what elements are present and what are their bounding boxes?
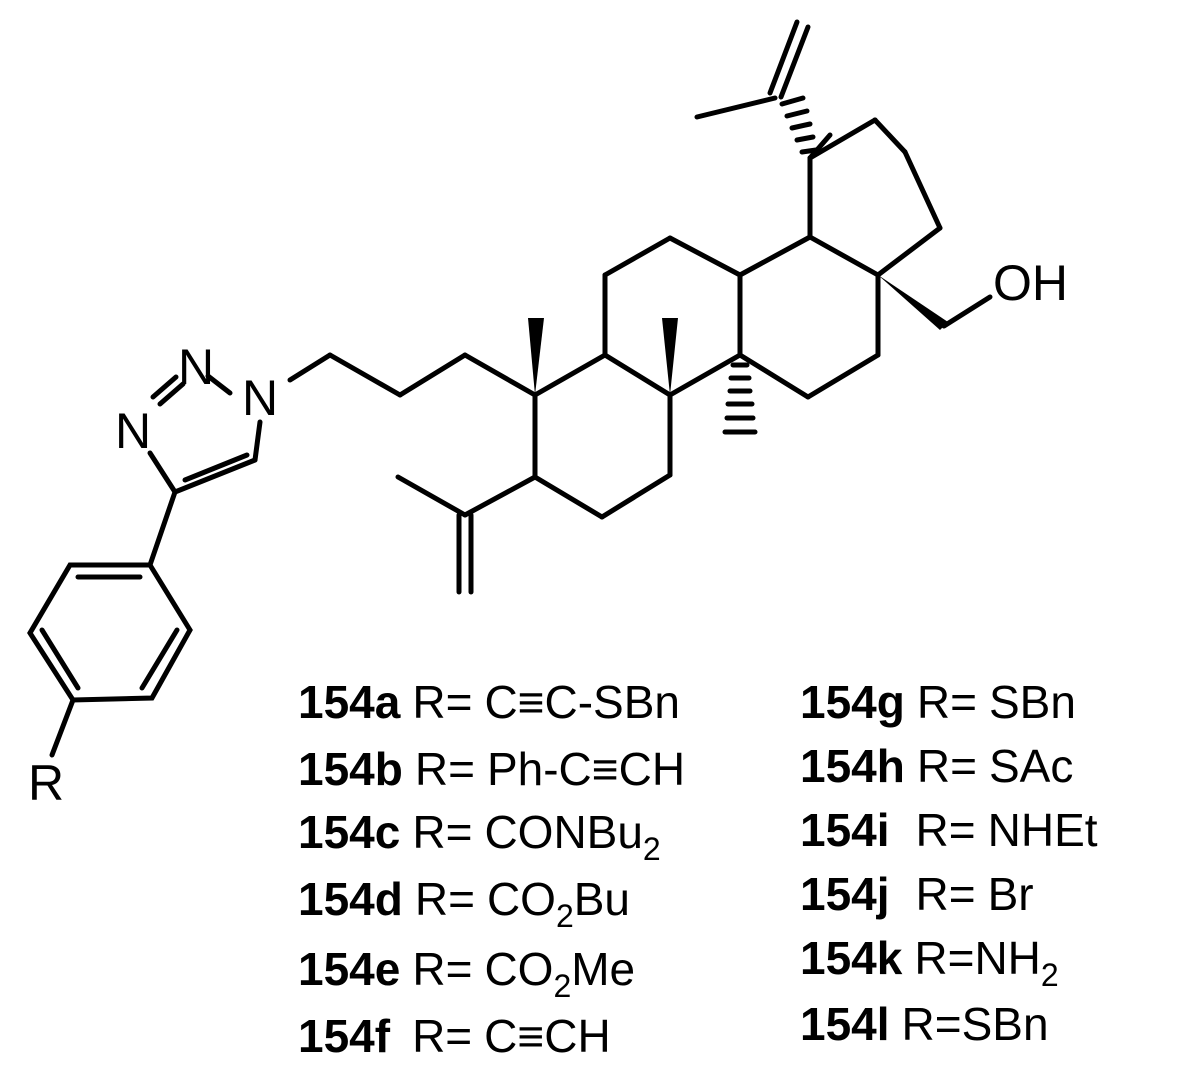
nitrogen-1-label: N bbox=[242, 370, 278, 426]
triazole-ring bbox=[147, 373, 263, 495]
nitrogen-3-label: N bbox=[115, 403, 151, 459]
hashed-isopropenyl-bond bbox=[779, 95, 819, 155]
hashed-methyl-c8 bbox=[722, 362, 758, 435]
propyl-linker bbox=[287, 352, 538, 398]
ring-e bbox=[807, 117, 878, 161]
isopropenyl-upper bbox=[694, 19, 819, 155]
isopropenyl-lower bbox=[395, 474, 538, 595]
ring-b bbox=[602, 235, 743, 398]
ring-a bbox=[528, 318, 673, 520]
hydroxyl-label: OH bbox=[993, 255, 1068, 311]
ring-c bbox=[722, 234, 881, 435]
nitrogen-2-label: N bbox=[178, 339, 214, 395]
r-group-label: R bbox=[28, 755, 64, 811]
ring-d bbox=[807, 117, 993, 330]
phenyl-ring bbox=[27, 489, 193, 758]
